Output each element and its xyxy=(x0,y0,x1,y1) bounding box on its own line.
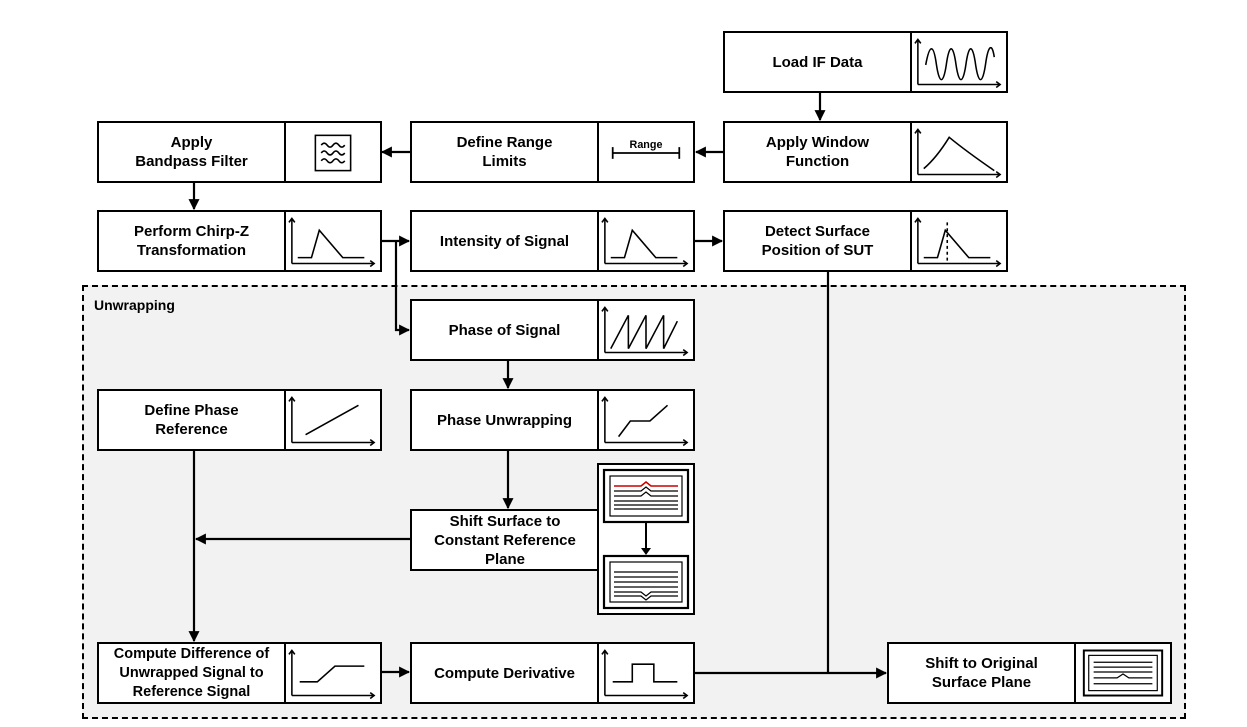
node-label: Phase Unwrapping xyxy=(436,411,573,429)
node-intensity-of-signal: Intensity of Signal xyxy=(410,210,695,272)
node-label: Compute Difference of Unwrapped Signal t… xyxy=(113,645,270,700)
peak-spectrum-icon xyxy=(284,212,380,270)
node-shift-surface-reference-plane: Shift Surface to Constant Reference Plan… xyxy=(410,509,600,571)
unwrapped-phase-icon xyxy=(597,391,693,449)
node-label: Shift to Original Surface Plane xyxy=(925,655,1038,691)
node-apply-window-function: Apply Window Function xyxy=(723,121,1008,183)
node-label: Define Phase Reference xyxy=(144,402,239,438)
node-load-if-data: Load IF Data xyxy=(723,31,1008,93)
derivative-pulse-icon xyxy=(597,644,693,702)
node-label: Detect Surface Position of SUT xyxy=(761,223,874,259)
node-define-phase-reference: Define Phase Reference xyxy=(97,389,382,451)
node-label: Apply Window Function xyxy=(765,134,870,170)
node-label: Define Range Limits xyxy=(456,134,553,170)
difference-step-icon xyxy=(284,644,380,702)
linear-reference-icon xyxy=(284,391,380,449)
sawtooth-phase-icon xyxy=(597,301,693,359)
intensity-peak-icon xyxy=(597,212,693,270)
node-compute-difference: Compute Difference of Unwrapped Signal t… xyxy=(97,642,382,704)
node-label: Apply Bandpass Filter xyxy=(135,134,248,170)
surface-detection-icon xyxy=(910,212,1006,270)
node-phase-unwrapping: Phase Unwrapping xyxy=(410,389,695,451)
range-icon: Range xyxy=(597,123,693,181)
node-label: Perform Chirp-Z Transformation xyxy=(133,223,249,259)
arrow-chirpz-to-phase xyxy=(394,241,411,336)
range-icon-label: Range xyxy=(630,139,663,151)
node-apply-bandpass-filter: Apply Bandpass Filter xyxy=(97,121,382,183)
surface-shift-illustration xyxy=(597,463,695,615)
node-chirp-z-transformation: Perform Chirp-Z Transformation xyxy=(97,210,382,272)
node-phase-of-signal: Phase of Signal xyxy=(410,299,695,361)
node-label: Intensity of Signal xyxy=(439,232,570,250)
node-detect-surface-position: Detect Surface Position of SUT xyxy=(723,210,1008,272)
node-label: Phase of Signal xyxy=(448,321,561,339)
node-compute-derivative: Compute Derivative xyxy=(410,642,695,704)
node-shift-to-original-surface: Shift to Original Surface Plane xyxy=(887,642,1172,704)
bandpass-filter-icon xyxy=(284,123,380,181)
sine-wave-icon xyxy=(910,33,1006,91)
surface-before-icon xyxy=(602,468,689,523)
node-define-range-limits: Define Range Limits Range xyxy=(410,121,695,183)
surface-after-icon xyxy=(602,554,689,609)
unwrapping-group-label: Unwrapping xyxy=(94,297,175,313)
node-label: Compute Derivative xyxy=(434,664,575,682)
node-label: Shift Surface to Constant Reference Plan… xyxy=(434,512,576,568)
original-surface-icon xyxy=(1074,644,1170,702)
node-label: Load IF Data xyxy=(772,53,863,71)
window-function-icon xyxy=(910,123,1006,181)
